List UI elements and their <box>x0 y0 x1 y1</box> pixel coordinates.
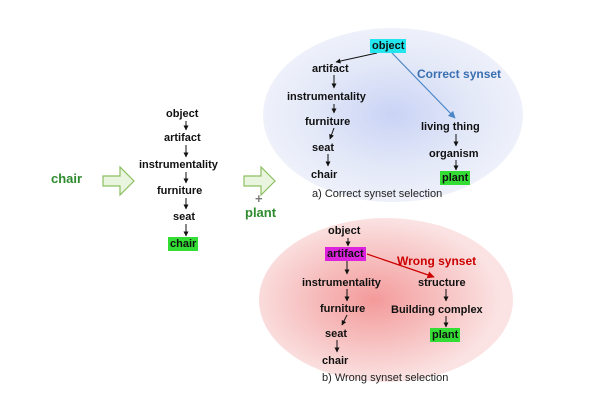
correct-branch-b-item: living thing <box>421 121 480 133</box>
correct-arrow-3 <box>329 127 335 140</box>
correct-target: plant <box>440 171 471 185</box>
wrong-pivot: artifact <box>325 247 366 261</box>
wrong-synset-label: Wrong synset <box>397 254 477 268</box>
wrong-branch-a-item: furniture <box>320 303 366 315</box>
output-block-arrow <box>243 165 276 197</box>
wrong-caption: b) Wrong synset selection <box>322 372 449 384</box>
input-word: chair <box>51 171 83 186</box>
correct-branch-a-item: instrumentality <box>287 91 366 103</box>
wrong-region <box>259 218 513 382</box>
correct-arrow-root-artifact <box>335 52 378 64</box>
correct-branch-a-item: furniture <box>305 116 351 128</box>
left-chain-item: artifact <box>164 132 201 144</box>
second-input-word: plant <box>245 205 277 220</box>
correct-branch-a-item: artifact <box>312 63 349 75</box>
wrong-arrow-3 <box>341 314 348 326</box>
wrong-root: object <box>328 225 361 237</box>
correct-caption: a) Correct synset selection <box>312 188 443 200</box>
left-chain-item: furniture <box>157 185 203 197</box>
input-block-arrow <box>102 165 135 197</box>
left-chain-item: instrumentality <box>139 159 218 171</box>
left-chain-target: chair <box>168 237 199 251</box>
correct-root: object <box>370 39 407 53</box>
wrong-branch-a-item: instrumentality <box>302 277 381 289</box>
wrong-synset-arrow <box>366 253 435 279</box>
wrong-branch-a-item: seat <box>325 328 348 340</box>
correct-branch-b-item: organism <box>429 148 479 160</box>
correct-branch-a-item: chair <box>311 169 338 181</box>
correct-branch-a-item: seat <box>312 142 335 154</box>
wrong-branch-b-item: structure <box>418 277 466 289</box>
plus-sign: + <box>255 191 263 206</box>
correct-synset-label: Correct synset <box>417 67 502 81</box>
left-chain-item: seat <box>173 211 196 223</box>
left-chain-item: object <box>166 108 199 120</box>
wrong-branch-b-item: Building complex <box>391 304 483 316</box>
wrong-target: plant <box>430 328 461 342</box>
wrong-branch-a-item: chair <box>322 355 349 367</box>
correct-synset-arrow <box>391 52 456 119</box>
